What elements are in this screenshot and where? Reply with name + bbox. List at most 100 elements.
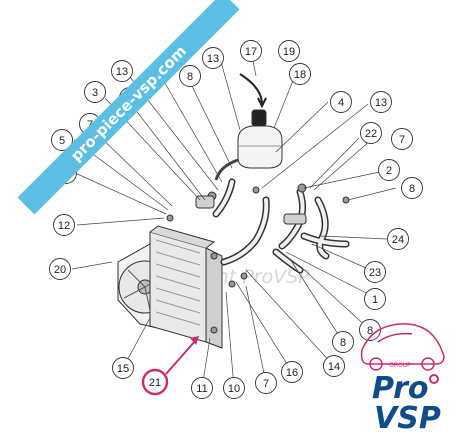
callout-bubble	[330, 91, 352, 113]
site-banner: pro-piece-vsp.com	[17, 0, 240, 215]
callout-label: 14	[328, 361, 340, 373]
callout-13b: 13	[202, 47, 224, 69]
callout-bubble	[278, 40, 300, 62]
callout-label: 20	[54, 264, 66, 276]
callout-label: 13	[375, 97, 387, 109]
callout-13c: 13	[370, 91, 392, 113]
callout-bubble	[53, 214, 75, 236]
callout-bubble	[191, 377, 213, 399]
callout-label: 1	[372, 294, 378, 306]
callout-label: 8	[187, 71, 193, 83]
callout-12: 12	[53, 214, 75, 236]
callout-label: 4	[338, 97, 344, 109]
logo-line1: Pro	[372, 371, 428, 406]
callout-bubble	[111, 60, 133, 82]
callout-label: 8	[367, 325, 373, 337]
callout-label: 19	[283, 46, 295, 58]
callout-bubble	[364, 288, 386, 310]
callout-21: 21	[141, 368, 169, 396]
callout-24: 24	[387, 228, 409, 250]
callout-4: 4	[330, 91, 352, 113]
highlight-arrow	[165, 336, 199, 375]
callout-23: 23	[364, 261, 386, 283]
callout-2: 2	[378, 159, 400, 181]
callout-bubble	[223, 377, 245, 399]
callout-bubble	[112, 357, 134, 379]
callout-8d: 8	[359, 319, 381, 341]
callout-label: 8	[409, 183, 415, 195]
logo-line2: VSP	[374, 401, 441, 436]
callout-15: 15	[112, 357, 134, 379]
callout-label: 17	[245, 46, 257, 58]
callout-8c: 8	[332, 331, 354, 353]
callout-bubble	[49, 258, 71, 280]
callout-label: 10	[228, 383, 240, 395]
callout-bubble	[289, 63, 311, 85]
callout-bubble	[378, 159, 400, 181]
callout-3: 3	[84, 81, 106, 103]
hose-highlights	[214, 180, 348, 272]
callout-13a: 13	[111, 60, 133, 82]
leader-lines	[71, 50, 397, 389]
callout-label: 3	[92, 87, 98, 99]
callout-bubble	[202, 47, 224, 69]
fittings	[166, 183, 350, 334]
callout-label: 7	[399, 134, 405, 146]
callout-1: 1	[364, 288, 386, 310]
callout-bubble	[323, 355, 345, 377]
callout-16: 16	[281, 361, 303, 383]
callout-label: 7	[87, 119, 93, 131]
callout-17: 17	[240, 40, 262, 62]
brand-logo: Pro GROUP VSP	[360, 323, 445, 436]
callout-bubble	[359, 319, 381, 341]
callout-7c: 7	[391, 128, 413, 150]
callout-bubble	[255, 372, 277, 394]
callout-label: 24	[392, 234, 404, 246]
callout-14: 14	[323, 355, 345, 377]
callout-label: 13	[207, 53, 219, 65]
callout-label: 22	[365, 128, 377, 140]
callout-label: 11	[196, 383, 207, 395]
callout-label: 5	[59, 135, 65, 147]
callout-bubble	[391, 128, 413, 150]
callout-bubble	[370, 91, 392, 113]
callout-bubble	[360, 122, 382, 144]
callout-19: 19	[278, 40, 300, 62]
callout-8b: 8	[401, 177, 423, 199]
banner-text: pro-piece-vsp.com	[67, 42, 190, 165]
radiator	[149, 225, 223, 349]
callout-8a: 8	[179, 65, 201, 87]
callout-label: 21	[149, 377, 161, 389]
callout-bubble	[240, 40, 262, 62]
callout-11: 11	[191, 377, 213, 399]
callout-label: 18	[294, 69, 306, 81]
callout-layer: 1234567777888810111213131314151617181920…	[49, 40, 423, 399]
callout-bubble	[387, 228, 409, 250]
callout-20: 20	[49, 258, 71, 280]
callout-bubble	[51, 129, 73, 151]
callout-bubble	[332, 331, 354, 353]
callout-label: 2	[386, 165, 392, 177]
callout-18: 18	[289, 63, 311, 85]
callout-22: 22	[360, 122, 382, 144]
callout-label: 7	[263, 378, 269, 390]
callout-10: 10	[223, 377, 245, 399]
callout-label: 15	[117, 363, 129, 375]
callout-bubble	[401, 177, 423, 199]
parts-drawing	[117, 73, 350, 349]
callout-label: 23	[369, 267, 381, 279]
callout-bubble	[141, 368, 169, 396]
callout-bubble	[179, 65, 201, 87]
callout-label: 13	[116, 66, 128, 78]
callout-5: 5	[51, 129, 73, 151]
callout-bubble	[364, 261, 386, 283]
callout-label: 12	[58, 220, 70, 232]
logo-group: GROUP	[389, 362, 411, 369]
callout-bubble	[84, 81, 106, 103]
expansion-tank	[214, 73, 283, 181]
callout-7d: 7	[255, 372, 277, 394]
car-sketch	[360, 323, 445, 371]
callout-bubble	[281, 361, 303, 383]
callout-label: 16	[286, 367, 298, 379]
